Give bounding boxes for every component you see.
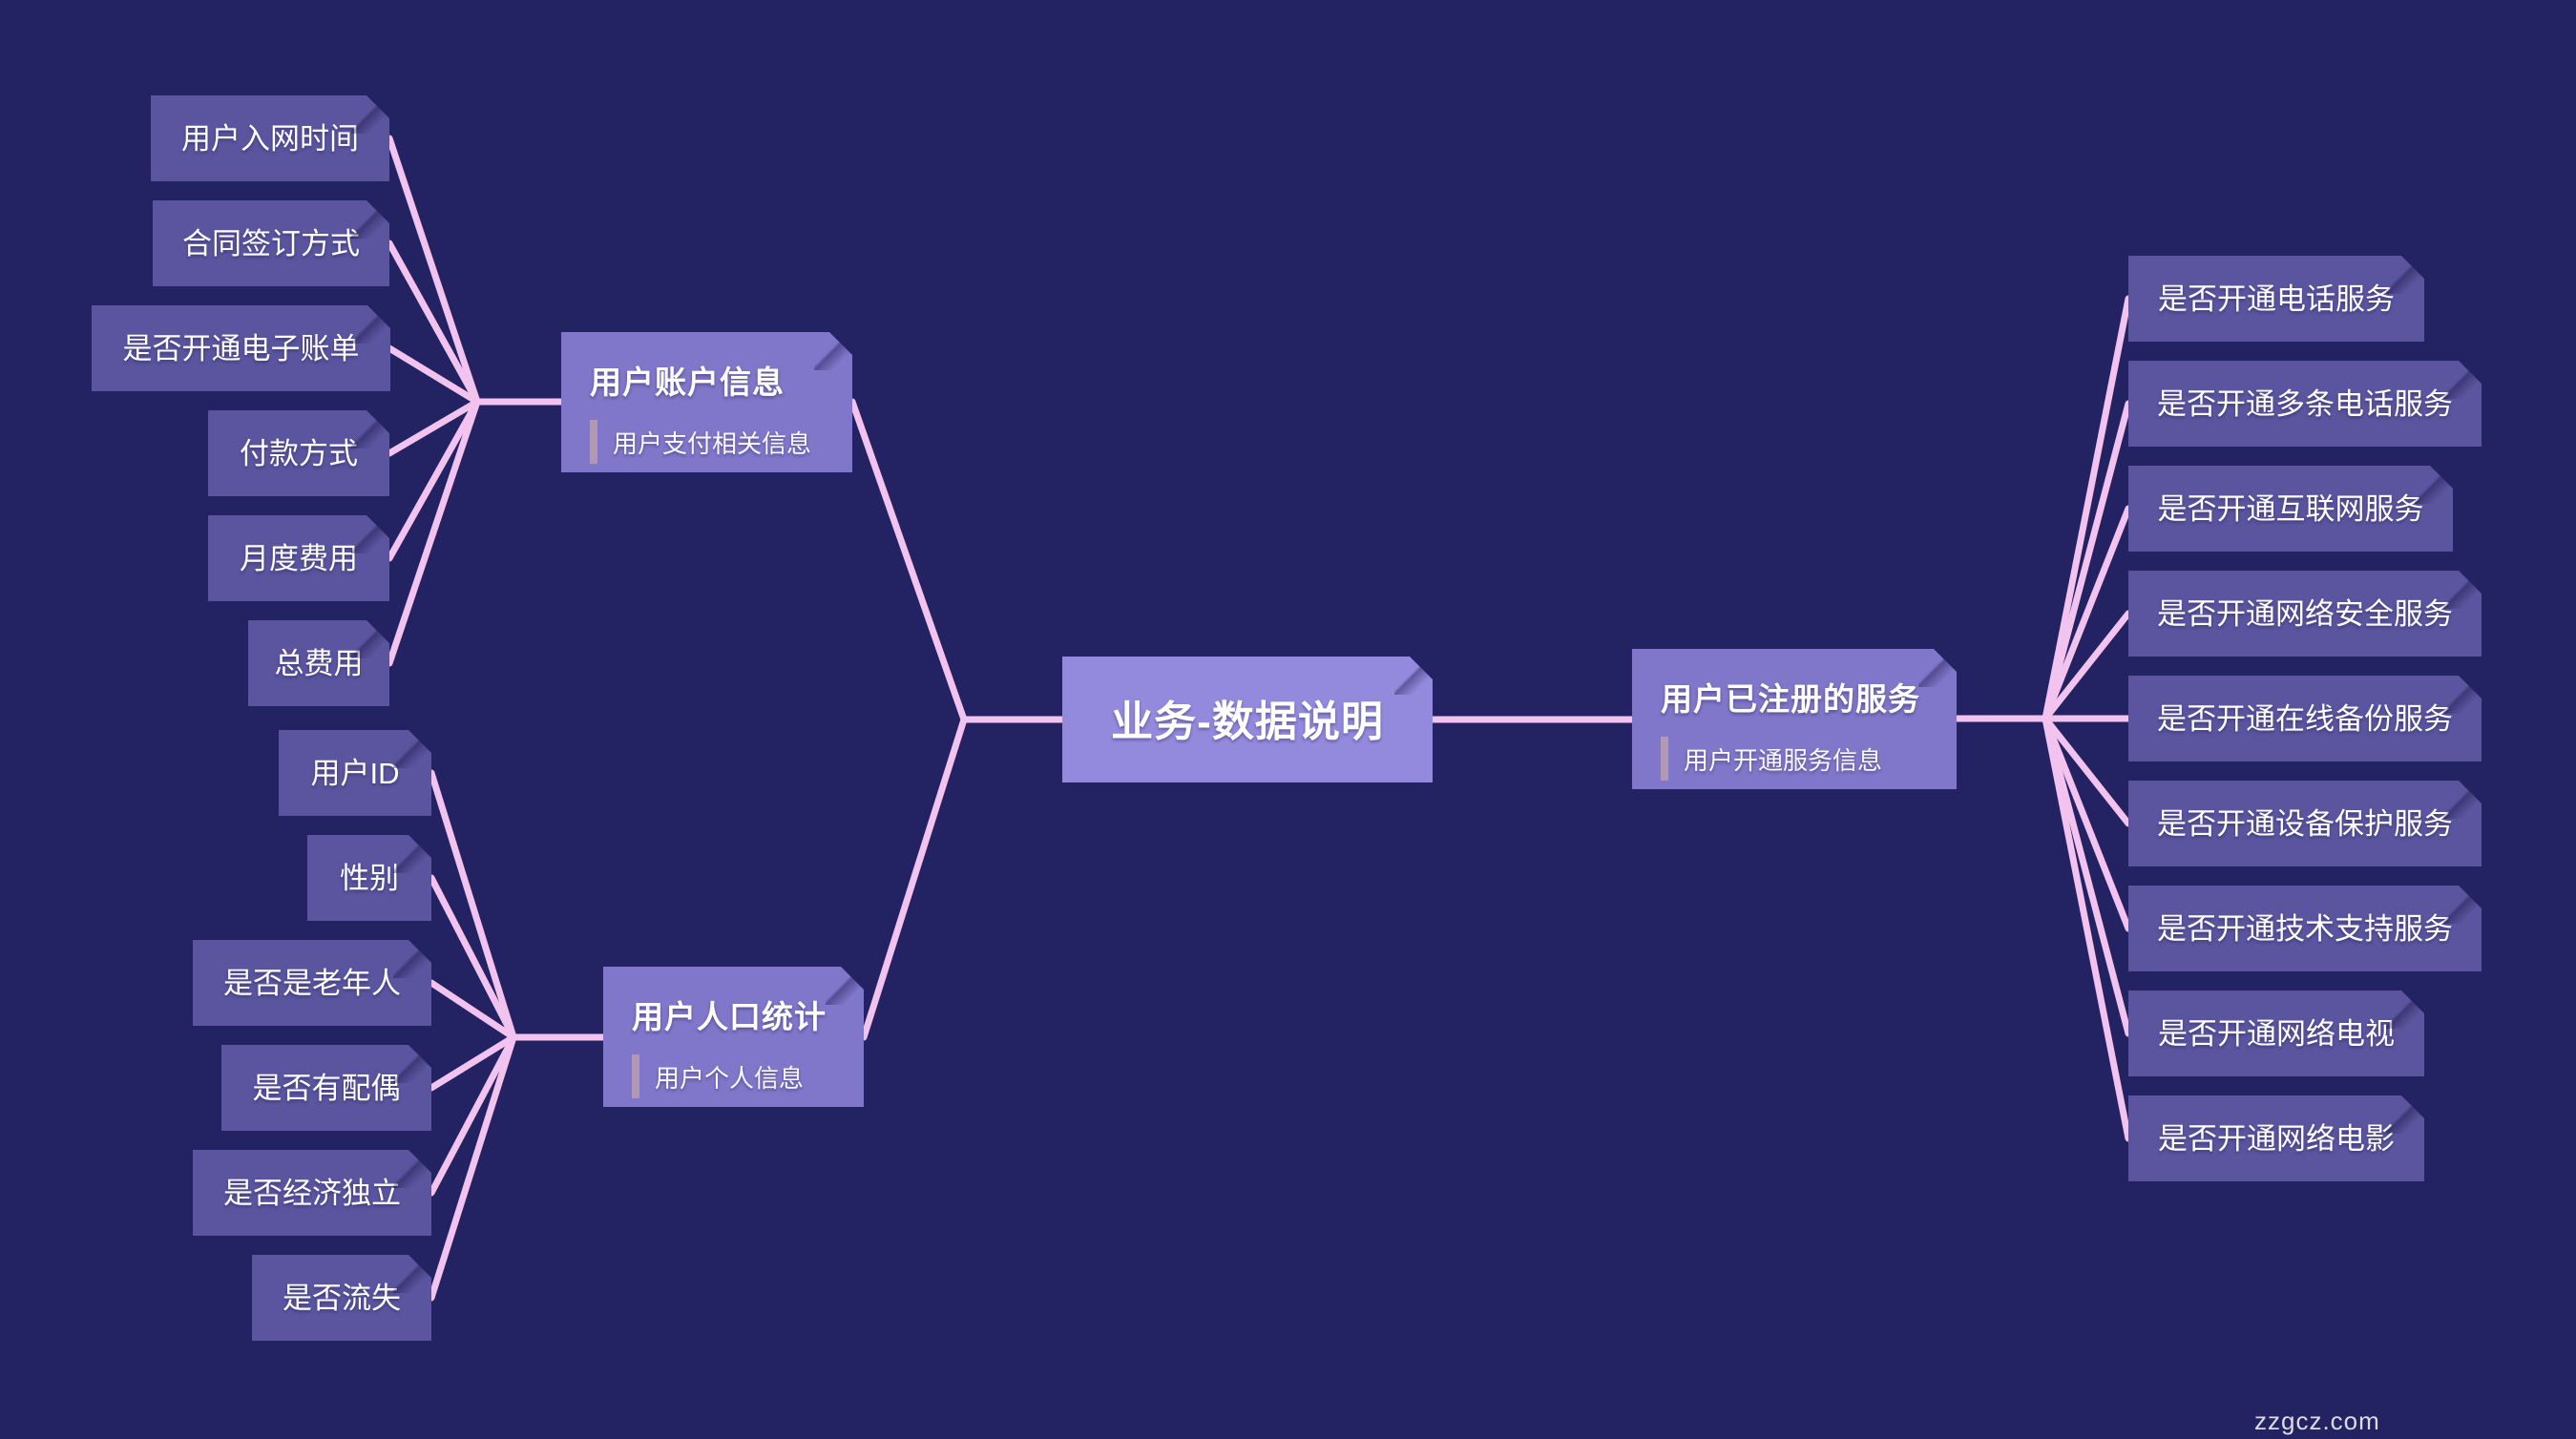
branch-node-registered-services[interactable]: 用户已注册的服务 用户开通服务信息 <box>1632 649 1957 789</box>
leaf-node-multiple-lines[interactable]: 是否开通多条电话服务 <box>2128 361 2482 447</box>
leaf-label: 是否开通技术支持服务 <box>2157 911 2453 946</box>
leaf-node-paperless-billing[interactable]: 是否开通电子账单 <box>92 305 390 391</box>
leaf-label: 用户ID <box>310 756 400 790</box>
branch-title: 用户人口统计 <box>632 999 827 1034</box>
leaf-label: 是否开通电话服务 <box>2158 282 2395 316</box>
leaf-label: 性别 <box>340 861 399 895</box>
leaf-label: 是否开通设备保护服务 <box>2157 806 2453 841</box>
leaf-node-streaming-movies[interactable]: 是否开通网络电影 <box>2128 1095 2424 1181</box>
leaf-label: 是否开通网络电影 <box>2158 1121 2395 1156</box>
leaf-node-tech-support[interactable]: 是否开通技术支持服务 <box>2128 886 2482 971</box>
leaf-label: 是否开通电子账单 <box>122 331 360 365</box>
watermark: zzgcz.com <box>2254 1407 2380 1435</box>
branch-node-demographics[interactable]: 用户人口统计 用户个人信息 <box>603 967 864 1107</box>
leaf-node-online-backup[interactable]: 是否开通在线备份服务 <box>2128 676 2482 761</box>
leaf-node-payment-method[interactable]: 付款方式 <box>208 410 389 496</box>
leaf-node-streaming-tv[interactable]: 是否开通网络电视 <box>2128 991 2424 1076</box>
leaf-label: 是否开通网络安全服务 <box>2157 596 2453 631</box>
subtitle-bar <box>1661 737 1668 781</box>
branch-subtitle-row: 用户开通服务信息 <box>1661 737 1882 781</box>
branch-subtitle-row: 用户个人信息 <box>632 1054 804 1098</box>
leaf-node-join-time[interactable]: 用户入网时间 <box>151 95 389 181</box>
leaf-label: 是否开通网络电视 <box>2158 1016 2395 1051</box>
branch-subtitle: 用户个人信息 <box>655 1063 805 1093</box>
leaf-label: 用户入网时间 <box>181 121 359 156</box>
branch-title: 用户已注册的服务 <box>1661 681 1920 717</box>
root-label: 业务-数据说明 <box>1111 699 1384 745</box>
branch-subtitle: 用户支付相关信息 <box>613 428 812 458</box>
leaf-node-user-id[interactable]: 用户ID <box>279 730 431 816</box>
leaf-label: 总费用 <box>274 646 364 680</box>
leaf-label: 是否开通互联网服务 <box>2157 491 2424 526</box>
leaf-node-internet-service[interactable]: 是否开通互联网服务 <box>2128 466 2453 552</box>
leaf-label: 月度费用 <box>240 541 358 575</box>
root-node-business-data[interactable]: 业务-数据说明 <box>1062 657 1433 782</box>
leaf-label: 是否开通多条电话服务 <box>2157 386 2453 421</box>
leaf-node-total-charges[interactable]: 总费用 <box>248 620 389 706</box>
leaf-node-senior-citizen[interactable]: 是否是老年人 <box>193 940 431 1026</box>
leaf-node-partner[interactable]: 是否有配偶 <box>221 1045 431 1131</box>
leaf-label: 是否开通在线备份服务 <box>2157 701 2453 736</box>
leaf-label: 是否有配偶 <box>252 1071 401 1105</box>
leaf-node-independent[interactable]: 是否经济独立 <box>193 1150 431 1236</box>
leaf-node-monthly-charges[interactable]: 月度费用 <box>208 515 389 601</box>
branch-node-account-info[interactable]: 用户账户信息 用户支付相关信息 <box>561 332 852 472</box>
subtitle-bar <box>632 1054 639 1098</box>
leaf-label: 合同签订方式 <box>182 226 360 261</box>
leaf-node-device-protection[interactable]: 是否开通设备保护服务 <box>2128 781 2482 866</box>
leaf-node-churn[interactable]: 是否流失 <box>252 1255 431 1341</box>
leaf-label: 付款方式 <box>240 436 358 470</box>
leaf-node-online-security[interactable]: 是否开通网络安全服务 <box>2128 571 2482 657</box>
subtitle-bar <box>590 420 597 464</box>
leaf-label: 是否流失 <box>283 1281 401 1315</box>
leaf-label: 是否是老年人 <box>223 966 401 1000</box>
branch-subtitle-row: 用户支付相关信息 <box>590 420 811 464</box>
leaf-node-phone-service[interactable]: 是否开通电话服务 <box>2128 256 2424 342</box>
branch-title: 用户账户信息 <box>590 365 785 400</box>
leaf-node-gender[interactable]: 性别 <box>307 835 431 921</box>
leaf-node-contract-type[interactable]: 合同签订方式 <box>153 200 389 286</box>
branch-subtitle: 用户开通服务信息 <box>1684 745 1883 775</box>
leaf-label: 是否经济独立 <box>223 1176 401 1210</box>
